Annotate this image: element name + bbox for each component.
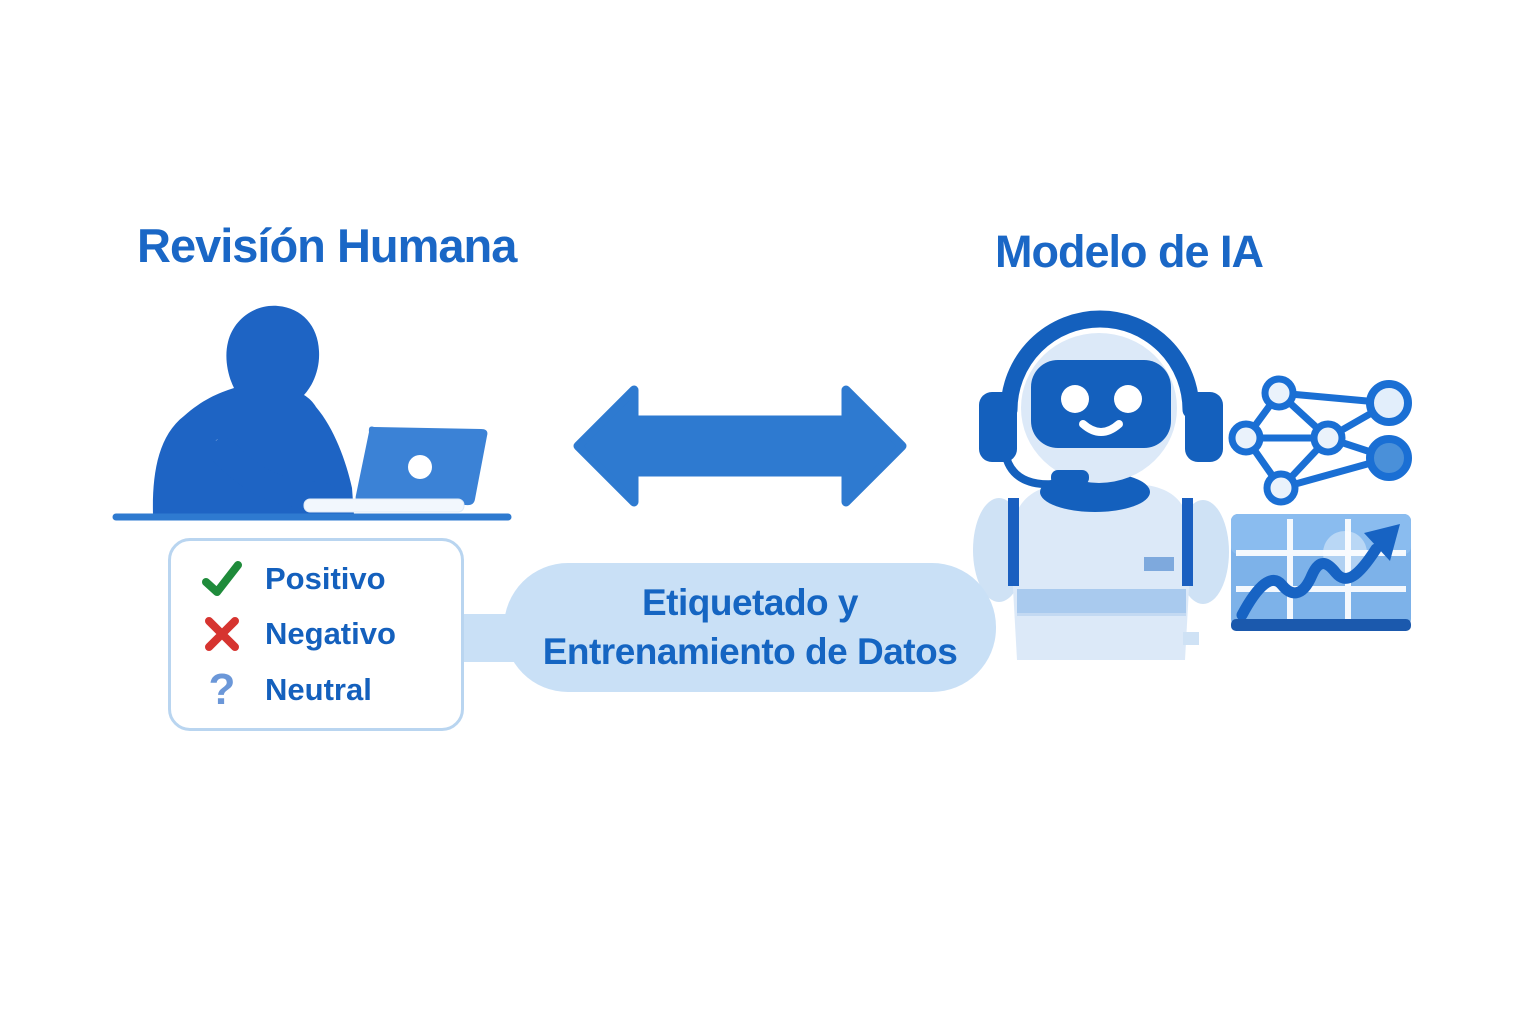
pill-line-2: Entrenamiento de Datos xyxy=(542,630,958,672)
label-positive: Positivo xyxy=(265,560,386,596)
label-row-positive: Positivo xyxy=(199,556,451,602)
sentiment-labels-box: Positivo Negativo ? Neutral xyxy=(168,538,464,731)
label-row-neutral: ? Neutral xyxy=(199,667,451,713)
neural-network-icon xyxy=(1228,375,1412,506)
label-negative: Negativo xyxy=(265,616,396,652)
cross-icon xyxy=(199,611,245,657)
pill-line-1: Etiquetado y xyxy=(641,581,859,623)
label-neutral: Neutral xyxy=(265,672,372,708)
right-section-title: Modelo de IA xyxy=(995,226,1264,277)
trend-chart-icon xyxy=(1231,514,1411,631)
double-arrow-icon xyxy=(573,385,907,507)
robot-icon xyxy=(973,310,1229,660)
person-at-laptop-icon xyxy=(112,305,512,521)
labeling-training-pill: Etiquetado y Entrenamiento de Datos xyxy=(504,563,996,692)
question-icon: ? xyxy=(208,665,236,715)
check-icon xyxy=(199,556,245,602)
left-section-title: Revisíón Humana xyxy=(137,219,517,272)
label-row-negative: Negativo xyxy=(199,611,451,657)
